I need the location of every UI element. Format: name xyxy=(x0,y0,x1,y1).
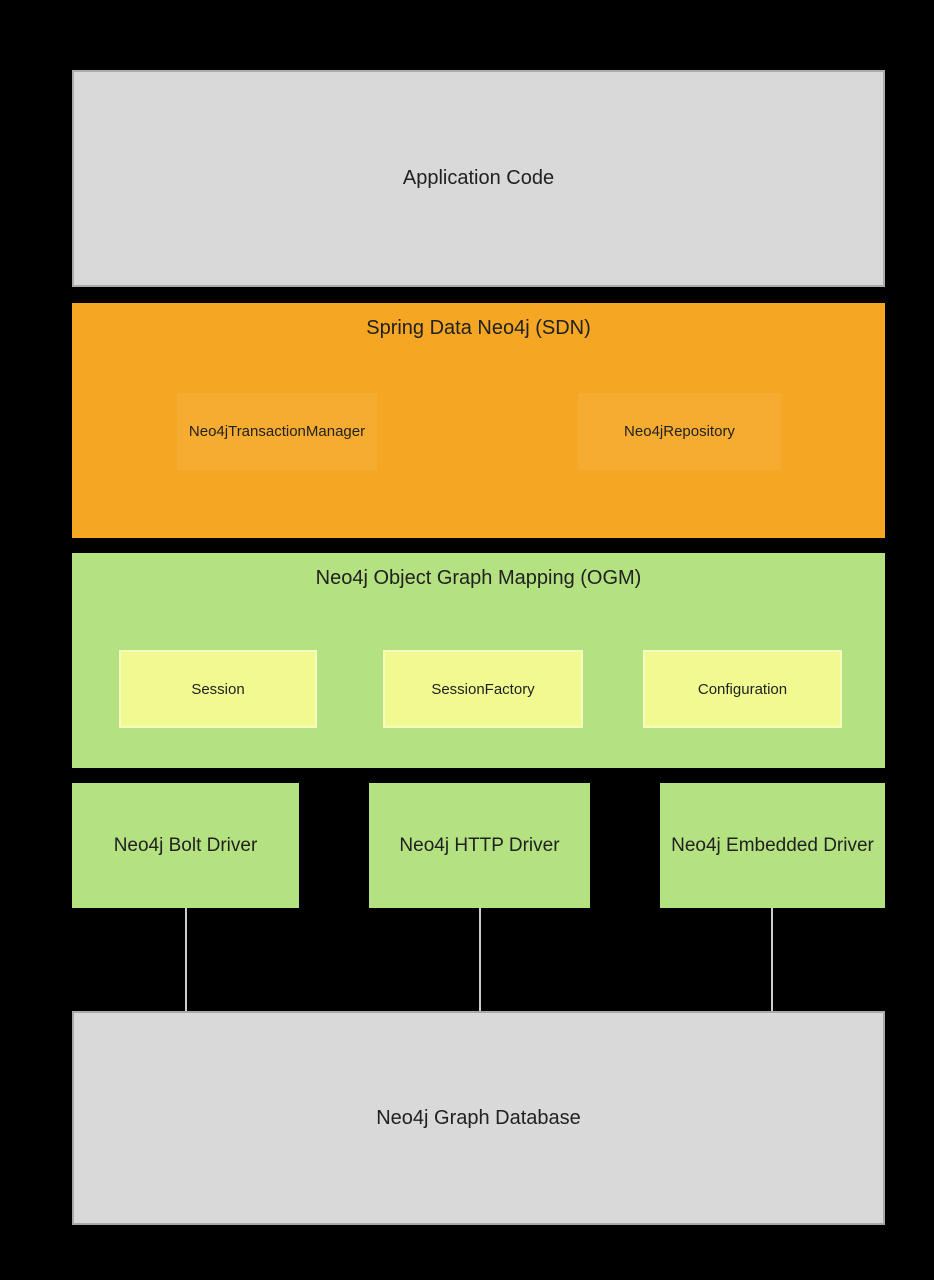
application-code-label: Application Code xyxy=(402,167,555,189)
http-driver-connector-line xyxy=(479,908,481,1011)
spring-data-neo4j-title: Spring Data Neo4j (SDN) xyxy=(366,317,591,339)
session-factory-box: SessionFactory xyxy=(383,650,583,728)
neo4j-ogm-title: Neo4j Object Graph Mapping (OGM) xyxy=(315,567,642,589)
session-box: Session xyxy=(119,650,317,728)
neo4j-embedded-driver-box: Neo4j Embedded Driver xyxy=(660,783,885,908)
configuration-box: Configuration xyxy=(643,650,842,728)
application-code-box: Application Code xyxy=(72,70,885,287)
session-factory-label: SessionFactory xyxy=(431,680,535,698)
neo4j-graph-database-box: Neo4j Graph Database xyxy=(72,1011,885,1225)
neo4j-embedded-driver-label: Neo4j Embedded Driver xyxy=(671,834,874,856)
bolt-driver-connector-line xyxy=(185,908,187,1011)
neo4j-bolt-driver-label: Neo4j Bolt Driver xyxy=(113,834,258,856)
neo4j-http-driver-box: Neo4j HTTP Driver xyxy=(369,783,590,908)
neo4j-bolt-driver-box: Neo4j Bolt Driver xyxy=(72,783,299,908)
embedded-driver-connector-line xyxy=(771,908,773,1011)
neo4j-repository-box: Neo4jRepository xyxy=(578,393,781,470)
neo4j-transaction-manager-label: Neo4jTransactionManager xyxy=(188,423,366,440)
neo4j-graph-database-label: Neo4j Graph Database xyxy=(376,1106,581,1129)
configuration-label: Configuration xyxy=(697,680,788,698)
neo4j-transaction-manager-box: Neo4jTransactionManager xyxy=(177,393,377,470)
neo4j-repository-label: Neo4jRepository xyxy=(624,423,735,440)
neo4j-http-driver-label: Neo4j HTTP Driver xyxy=(399,834,560,856)
session-label: Session xyxy=(191,680,245,698)
